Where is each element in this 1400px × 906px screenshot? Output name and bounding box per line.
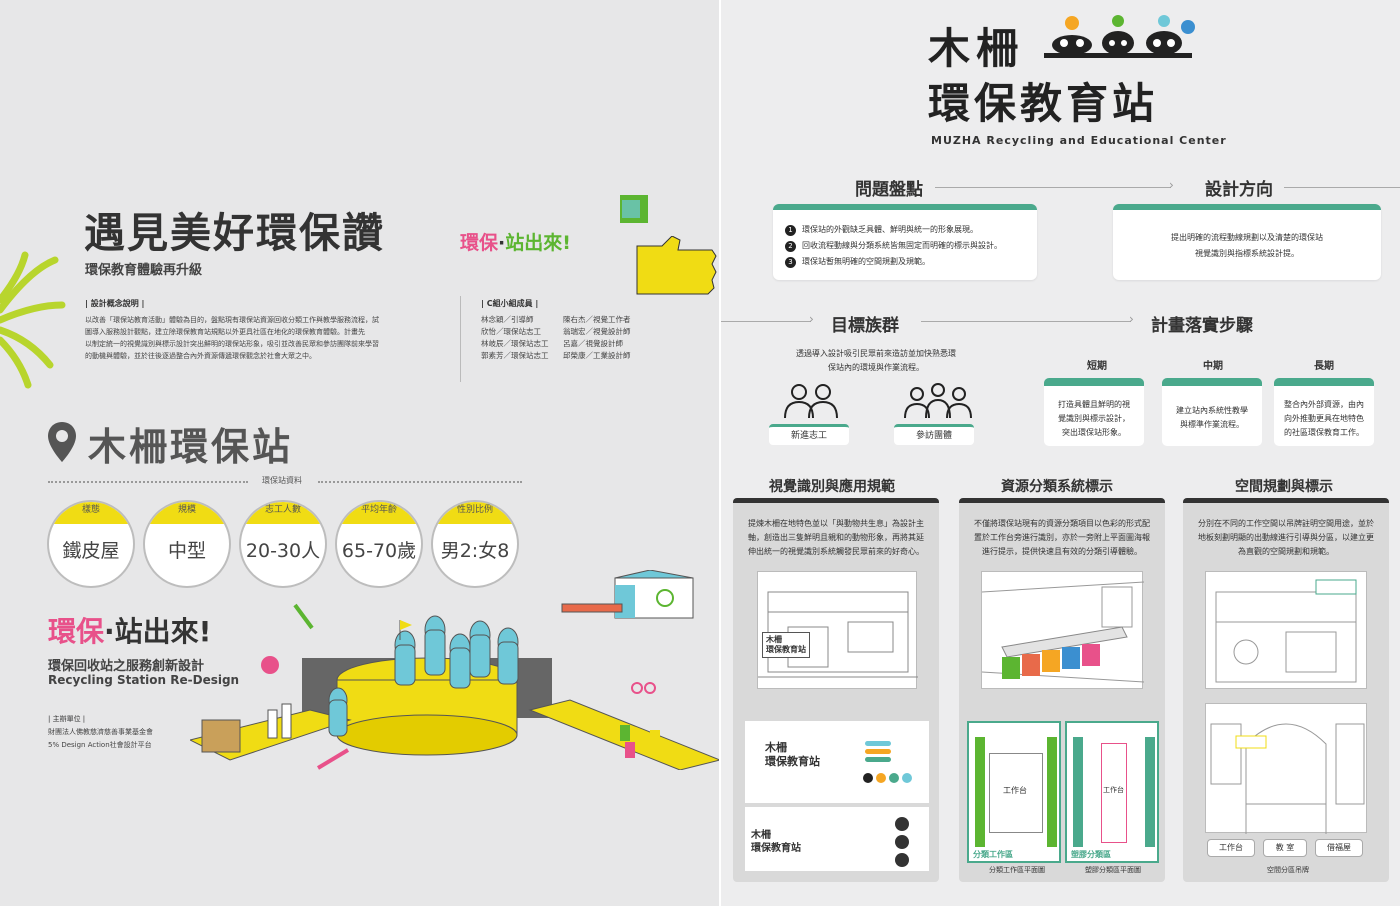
concept-heading: | 設計概念說明 | bbox=[85, 299, 145, 308]
target-text: 透過導入設計吸引民眾前來造訪並加快熟悉環 保站內的環境與作業流程。 bbox=[796, 349, 956, 372]
step-label-long: 長期 bbox=[1314, 361, 1334, 372]
logo-variant-text: 木柵環保教育站 bbox=[751, 830, 801, 854]
team-list: 林念穎／引導師陳右杰／視覺工作者 欣怡／環保站志工翁瑞宏／視覺設計師 林岐辰／環… bbox=[481, 315, 631, 360]
logo-line-1: 木柵 bbox=[928, 24, 1025, 73]
location-pin-icon bbox=[48, 422, 76, 462]
animals-logo-icon bbox=[1044, 15, 1195, 58]
storefront-sketch: 木柵環保教育站 bbox=[757, 571, 918, 689]
arrow-line bbox=[1284, 187, 1400, 188]
step-card-long: 整合內外部資源，由內向外推動更具在地特色的社區環保教育工作。 bbox=[1274, 378, 1374, 446]
panel-title-2: 資源分類系統標示 bbox=[1001, 479, 1113, 495]
direction-card: 提出明確的流程動線規劃以及清楚的環保站 視覺識別與指標系統設計提。 bbox=[1113, 204, 1381, 280]
logo-variants-sheet: 木柵環保教育站 bbox=[745, 807, 929, 871]
plastic-floorplan: 工作台 塑膠分類區 bbox=[1065, 721, 1159, 863]
classroom-sketch bbox=[1205, 703, 1367, 834]
page-divider bbox=[719, 0, 721, 906]
space-tag: 教 室 bbox=[1263, 839, 1307, 857]
arrow-line bbox=[935, 187, 1171, 188]
work-table-label: 工作台 bbox=[1003, 786, 1027, 795]
panel-visual-identity: 提煉木柵在地特色並以「與動物共生息」為設計主軸，創造出三隻鮮明且親和的動物形象，… bbox=[733, 498, 939, 882]
step-label-short: 短期 bbox=[1087, 361, 1107, 372]
sorting-floorplan: 工作台 分類工作區 bbox=[967, 721, 1061, 863]
vertical-divider bbox=[460, 296, 461, 382]
problems-title: 問題盤點 bbox=[855, 180, 923, 200]
panel-title-3: 空間規劃與標示 bbox=[1235, 479, 1333, 495]
logo-line-2: 環保教育站 bbox=[928, 79, 1159, 128]
logo-spec-sheet: 木柵環保教育站 bbox=[745, 721, 929, 803]
panel-space-planning: 分別在不同的工作空間以吊牌註明空間用途，並於地板刻劃明顯的出動線進行引導與分區，… bbox=[1183, 498, 1389, 882]
target-title: 目標族群 bbox=[831, 316, 899, 336]
work-table-label: 工作台 bbox=[1103, 786, 1124, 794]
stat-circle: 樣態鐵皮屋 bbox=[47, 500, 135, 588]
arrow-icon: › bbox=[1129, 312, 1134, 326]
steps-title: 計畫落實步驟 bbox=[1151, 316, 1253, 336]
dotted-line-left bbox=[48, 481, 248, 483]
slogan: 環保·站出來! bbox=[460, 228, 571, 255]
arrow-icon: › bbox=[1169, 178, 1174, 192]
logo-spec-text: 木柵環保教育站 bbox=[765, 741, 820, 768]
worktable-sketch bbox=[981, 571, 1145, 689]
panel-sorting-system: 不僅將環保站現有的資源分類項目以色彩的形式配置於工作台旁進行識別，亦於一旁附上平… bbox=[959, 498, 1165, 882]
target-group-badge: 參訪團體 bbox=[894, 424, 974, 445]
slogan-green: 站出來! bbox=[505, 232, 571, 254]
sponsor-2: 5% Design Action社會設計平台 bbox=[48, 741, 152, 749]
project-title: 環保回收站之服務創新設計 bbox=[48, 659, 205, 674]
logo-sign: 木柵環保教育站 bbox=[762, 632, 810, 658]
blue-square-decoration bbox=[622, 200, 640, 218]
panel-title-1: 視覺識別與應用規範 bbox=[769, 479, 895, 495]
target-group-badge: 新進志工 bbox=[769, 424, 849, 445]
thumbs-up-icon bbox=[636, 236, 717, 295]
slogan-dot: · bbox=[498, 232, 506, 254]
step-card-mid: 建立站內系統性教學與標準作業流程。 bbox=[1162, 378, 1262, 446]
arrow-icon: › bbox=[809, 312, 814, 326]
direction-title: 設計方向 bbox=[1205, 180, 1273, 200]
space-tag: 借福屋 bbox=[1315, 839, 1363, 857]
stat-circle: 規模中型 bbox=[143, 500, 231, 588]
arrow-line bbox=[921, 321, 1131, 322]
team-heading: | C組小組成員 | bbox=[481, 299, 539, 308]
sponsor-1: 財團法人佛教慈濟慈善事業基金會 bbox=[48, 728, 153, 736]
sponsor-heading: | 主辦單位 | bbox=[48, 715, 86, 723]
step-card-short: 打造具體且鮮明的視覺識別與標示設計，突出環保站形象。 bbox=[1044, 378, 1144, 446]
plan-label-1: 分類工作區 bbox=[973, 850, 1013, 859]
subtitle: 環保教育體驗再升級 bbox=[85, 263, 203, 278]
step-label-mid: 中期 bbox=[1203, 361, 1223, 372]
concept-text: 以改善「環保站教育活動」體驗為目的，盤點現有環保站資源回收分類工作與教學服務流程… bbox=[85, 316, 379, 360]
logo-english: MUZHA Recycling and Educational Center bbox=[931, 134, 1227, 147]
project-english: Recycling Station Re-Design bbox=[48, 673, 240, 687]
left-poster: 遇見美好環保讚 環保·站出來! 環保教育體驗再升級 | 設計概念說明 | 以改善… bbox=[0, 195, 720, 770]
plan-caption-1: 分類工作區平面圖 bbox=[989, 866, 1045, 874]
right-poster: 木柵 環保教育站 MUZHA Recycling and Educational… bbox=[721, 0, 1400, 906]
space-tag: 工作台 bbox=[1207, 839, 1255, 857]
headline: 遇見美好環保讚 bbox=[84, 209, 385, 257]
leaf-decoration-icon bbox=[0, 251, 66, 389]
plan-label-2: 塑膠分類區 bbox=[1071, 850, 1111, 859]
visitor-group-icon bbox=[904, 383, 972, 419]
bottom-slogan: 環保·站出來! bbox=[48, 615, 212, 648]
recycling-station-illustration bbox=[190, 570, 720, 770]
station-data-label: 環保站資料 bbox=[262, 476, 302, 485]
volunteers-icon bbox=[784, 384, 838, 419]
stat-circle: 性別比例男2:女8 bbox=[431, 500, 519, 588]
slogan-pink: 環保 bbox=[460, 232, 499, 254]
space-caption: 空間分區吊牌 bbox=[1267, 866, 1309, 874]
plan-caption-2: 塑膠分類區平面圖 bbox=[1085, 866, 1141, 874]
arrow-line bbox=[721, 321, 811, 322]
dotted-line-right bbox=[318, 481, 522, 483]
hanging-sign-sketch bbox=[1205, 571, 1367, 689]
station-title: 木柵環保站 bbox=[88, 425, 294, 469]
